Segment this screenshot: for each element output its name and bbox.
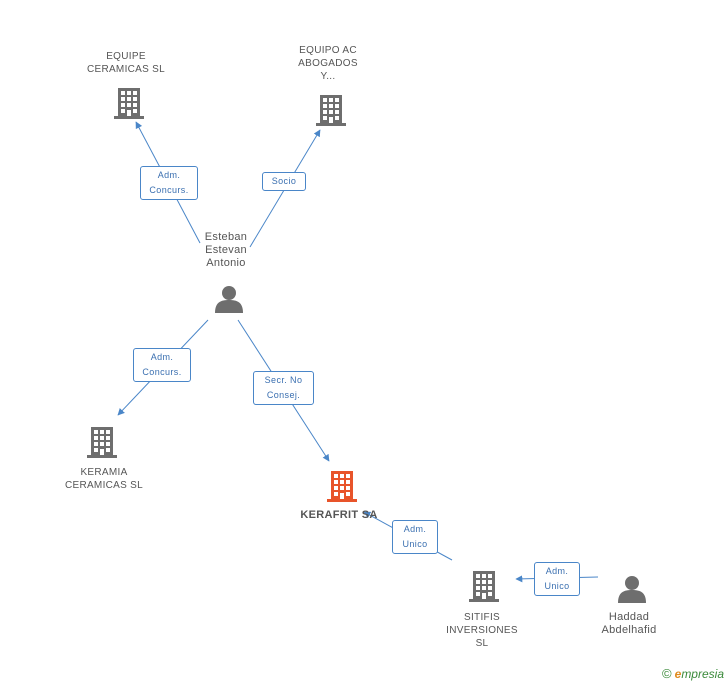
node-label-esteban[interactable]: Esteban Estevan Antonio xyxy=(204,231,248,269)
node-label-sitifis[interactable]: SITIFIS INVERSIONES SL xyxy=(446,612,518,649)
edge-label-secr-no-consej: Secr. No Consej. xyxy=(253,371,314,405)
node-label-equipe-ceramicas[interactable]: EQUIPE CERAMICAS SL xyxy=(86,51,166,75)
empresia-logo: ©empresia xyxy=(662,666,724,681)
edge-label-adm-unico: Adm. Unico xyxy=(534,562,580,596)
person-icon[interactable] xyxy=(618,576,646,603)
building-icon[interactable] xyxy=(87,427,117,458)
edge-label-adm-concurs: Adm. Concurs. xyxy=(140,166,198,200)
edge-label-adm-unico: Adm. Unico xyxy=(392,520,438,554)
edge-label-adm-concurs: Adm. Concurs. xyxy=(133,348,191,382)
person-icon[interactable] xyxy=(215,286,243,313)
edge-label-socio: Socio xyxy=(262,172,306,191)
copyright-icon: © xyxy=(662,666,672,681)
node-label-keramia[interactable]: KERAMIA CERAMICAS SL xyxy=(64,467,144,491)
building-highlight-icon[interactable] xyxy=(327,471,357,502)
building-icon[interactable] xyxy=(469,571,499,602)
building-icon[interactable] xyxy=(114,88,144,119)
node-label-haddad[interactable]: Haddad Abdelhafid xyxy=(601,611,657,636)
node-label-kerafrit[interactable]: KERAFRIT SA xyxy=(300,509,378,521)
node-label-equipo-ac[interactable]: EQUIPO AC ABOGADOS Y... xyxy=(298,45,358,82)
building-icon[interactable] xyxy=(316,95,346,126)
